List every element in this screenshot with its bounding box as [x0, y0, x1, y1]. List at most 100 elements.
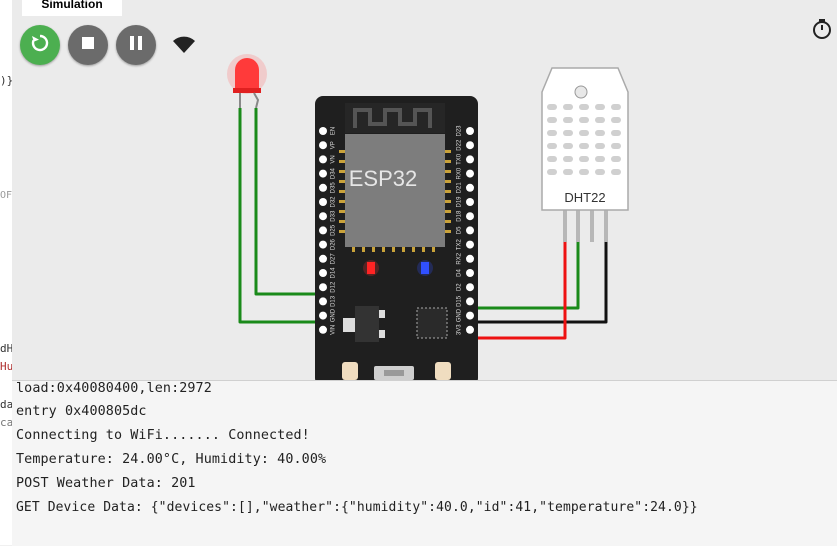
right-pin-label: GND: [457, 308, 463, 322]
right-pin-label: D5: [457, 226, 463, 234]
sensor-grille-slot: [595, 169, 605, 175]
left-pin-pad[interactable]: [319, 183, 327, 192]
right-pin-pad[interactable]: [466, 297, 474, 306]
left-pin-pad[interactable]: [319, 212, 327, 221]
sensor-grille-slot: [611, 156, 621, 162]
pause-icon: [129, 35, 143, 56]
serial-monitor: load:0x40080400,len:2972 entry 0x400805d…: [12, 380, 837, 546]
left-pin-label: VP: [331, 141, 337, 149]
right-pin-pad[interactable]: [466, 240, 474, 249]
esp32-board[interactable]: [315, 96, 478, 380]
code-fragment: Hu: [0, 360, 13, 373]
left-pin-label: D32: [331, 196, 337, 208]
left-pin-label: D27: [331, 253, 337, 265]
right-pin-pad[interactable]: [466, 325, 474, 334]
sensor-grille-slot: [595, 156, 605, 162]
right-pin-label: TX2: [457, 238, 463, 250]
left-pin-pad[interactable]: [319, 226, 327, 235]
left-pin-label: D33: [331, 210, 337, 222]
restart-icon: [30, 33, 50, 58]
left-pin-pad[interactable]: [319, 297, 327, 306]
console-line: Temperature: 24.00°C, Humidity: 40.00%: [16, 452, 327, 467]
console-line: entry 0x400805dc: [16, 404, 147, 419]
right-pin-label: D15: [457, 295, 463, 307]
right-pin-pad[interactable]: [466, 311, 474, 320]
left-pin-label: D35: [331, 182, 337, 194]
right-pin-pad[interactable]: [466, 127, 474, 135]
sensor-grille-slot: [595, 104, 605, 110]
sensor-grille-slot: [563, 130, 573, 136]
sensor-grille-slot: [547, 169, 557, 175]
left-pin-pad[interactable]: [319, 127, 327, 135]
sensor-grille-slot: [563, 169, 573, 175]
sensor-grille-slot: [547, 143, 557, 149]
wifi-icon: [172, 35, 196, 58]
right-pin-pad[interactable]: [466, 198, 474, 206]
left-pin-pad[interactable]: [319, 198, 327, 206]
stopwatch-icon[interactable]: [811, 18, 833, 45]
console-line: GET Device Data: {"devices":[],"weather"…: [16, 500, 698, 515]
right-pin-pad[interactable]: [466, 254, 474, 263]
right-pin-pad[interactable]: [466, 141, 474, 150]
sensor-grille-slot: [579, 104, 589, 110]
sensor-grille-slot: [595, 117, 605, 123]
left-pin-pad[interactable]: [319, 283, 327, 292]
left-pin-label: D14: [331, 267, 337, 279]
left-pin-label: EN: [331, 127, 337, 135]
pause-button[interactable]: [116, 25, 156, 65]
sensor-grille-slot: [547, 117, 557, 123]
sensor-grille-slot: [547, 156, 557, 162]
left-pin-label: D25: [331, 224, 337, 236]
sensor-grille-slot: [611, 143, 621, 149]
right-pin-label: D23: [457, 125, 463, 137]
code-fragment: ca: [0, 416, 13, 429]
left-pin-label: VIN: [331, 325, 337, 335]
right-pin-pad[interactable]: [466, 212, 474, 221]
code-fragment: da: [0, 398, 13, 411]
right-pin-label: 3V3: [457, 324, 463, 335]
right-pin-pad[interactable]: [466, 283, 474, 292]
right-pin-pad[interactable]: [466, 183, 474, 192]
left-pin-pad[interactable]: [319, 169, 327, 178]
left-pin-pad[interactable]: [319, 254, 327, 263]
right-pin-label: D2: [457, 283, 463, 291]
left-pin-label: D26: [331, 238, 337, 250]
left-pin-pad[interactable]: [319, 311, 327, 320]
code-fragment: dH: [0, 342, 13, 355]
left-pin-pad[interactable]: [319, 141, 327, 150]
left-pin-pad[interactable]: [319, 269, 327, 277]
dht22-sensor[interactable]: [541, 67, 629, 242]
left-pin-label: D13: [331, 295, 337, 307]
sensor-grille-slot: [595, 143, 605, 149]
right-pin-label: RX2: [457, 252, 463, 264]
stop-button[interactable]: [68, 25, 108, 65]
sensor-grille-slot: [563, 117, 573, 123]
right-pin-pad[interactable]: [466, 155, 474, 164]
sensor-label: DHT22: [564, 190, 606, 205]
right-pin-label: TX0: [457, 153, 463, 165]
right-pin-pad[interactable]: [466, 269, 474, 277]
red-led[interactable]: [227, 54, 267, 109]
sensor-grille-slot: [563, 156, 573, 162]
chip-label: ESP32: [348, 166, 418, 191]
right-pin-label: D21: [457, 182, 463, 194]
left-pin-pad[interactable]: [319, 155, 327, 164]
left-pin-label: VN: [331, 155, 337, 163]
sensor-grille-slot: [611, 117, 621, 123]
stop-icon: [81, 36, 95, 55]
right-pin-pad[interactable]: [466, 226, 474, 235]
right-pin-pad[interactable]: [466, 169, 474, 178]
sensor-grille-slot: [611, 104, 621, 110]
sensor-grille-slot: [563, 104, 573, 110]
sensor-grille-slot: [611, 169, 621, 175]
code-fragment: OF: [0, 190, 13, 201]
sensor-grille-slot: [579, 143, 589, 149]
sensor-grille-slot: [547, 130, 557, 136]
left-pin-pad[interactable]: [319, 325, 327, 334]
restart-button[interactable]: [20, 25, 60, 65]
right-pin-label: D19: [457, 196, 463, 208]
tab-simulation[interactable]: Simulation: [22, 0, 122, 16]
sensor-grille-slot: [579, 130, 589, 136]
left-pin-pad[interactable]: [319, 240, 327, 249]
